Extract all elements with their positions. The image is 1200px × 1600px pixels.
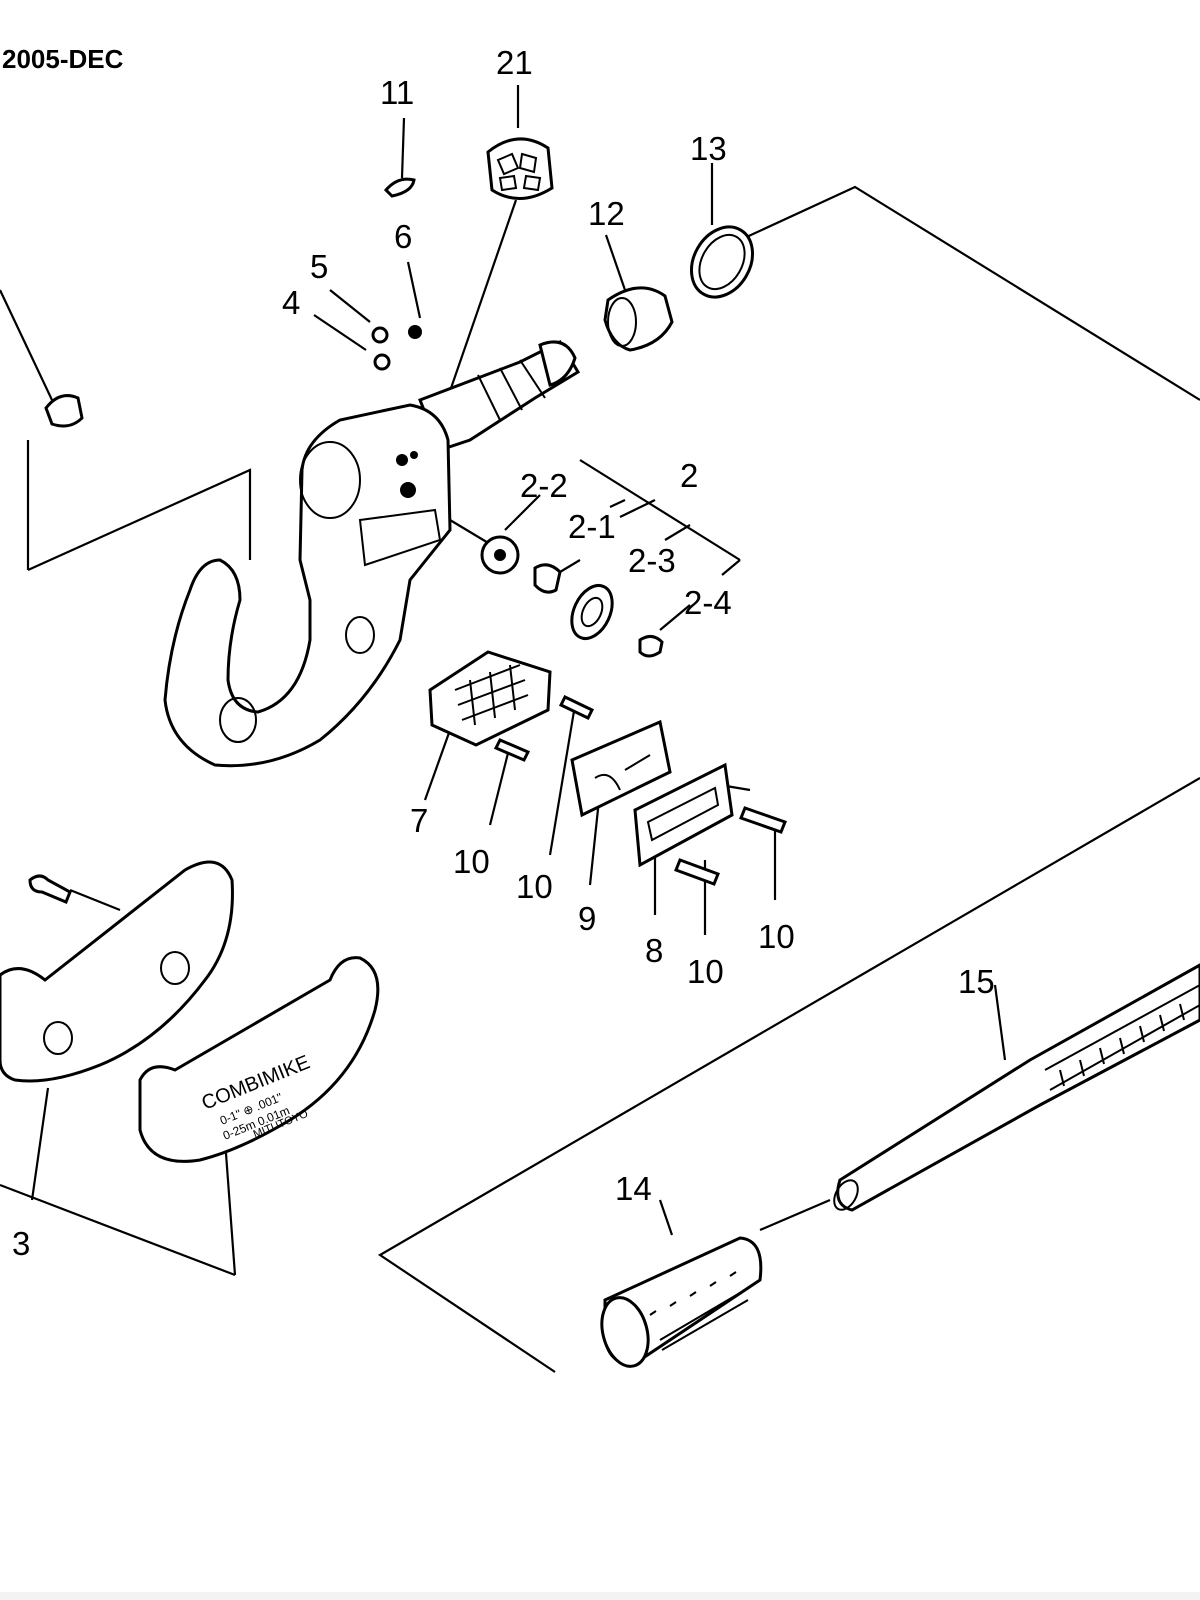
part-12-sleeve <box>603 286 674 352</box>
part-8-window-plate <box>633 762 734 868</box>
callout-10-b: 10 <box>516 868 553 905</box>
callout-2-3: 2-3 <box>628 542 676 579</box>
callout-2-1: 2-1 <box>568 508 616 545</box>
document-date: 2005-DEC <box>2 44 124 74</box>
assembly-bracket-lines <box>0 185 1200 1373</box>
callout-9: 9 <box>578 900 596 937</box>
part-2-1-screw <box>533 563 562 594</box>
part-5-ball <box>371 326 389 344</box>
part-9-plate <box>570 719 672 818</box>
callout-6: 6 <box>394 218 412 255</box>
part-14-thimble <box>600 1236 763 1368</box>
callout-11: 11 <box>380 74 414 111</box>
part-6-ball <box>408 325 422 339</box>
callout-2-4: 2-4 <box>684 584 732 621</box>
micrometer-frame <box>163 403 452 768</box>
spindle-assembly <box>418 340 581 452</box>
small-parts-4-5-6 <box>371 325 422 371</box>
screws-10 <box>493 695 787 886</box>
callout-10-d: 10 <box>758 918 795 955</box>
callout-21: 21 <box>496 44 533 81</box>
callout-15: 15 <box>958 963 995 1000</box>
callout-2-2: 2-2 <box>520 467 568 504</box>
part-2-3-gear <box>570 584 614 640</box>
part-4-ball <box>373 353 391 371</box>
anvil-part <box>44 394 84 428</box>
callout-14: 14 <box>615 1170 652 1207</box>
callout-4: 4 <box>282 284 300 321</box>
part-3-case-half <box>0 860 234 1083</box>
counter-parts <box>480 535 664 658</box>
part-21-ratchet-knob <box>486 137 554 200</box>
callout-13: 13 <box>690 130 727 167</box>
callout-5: 5 <box>310 248 328 285</box>
callout-10-c: 10 <box>687 953 724 990</box>
part-15-tool <box>833 963 1200 1212</box>
part-13-ring <box>690 225 754 299</box>
callout-3: 3 <box>12 1225 30 1262</box>
leader-lines <box>0 85 1007 1276</box>
callout-8: 8 <box>645 932 663 969</box>
callout-12: 12 <box>588 195 625 232</box>
part-7-counter-block <box>428 650 552 747</box>
case-plate-combimike: COMBIMIKE 0-1" ⊕ .001" 0-25m 0.01m MITUT… <box>138 956 380 1163</box>
callout-2: 2 <box>680 457 698 494</box>
callout-labels: 21 11 13 12 6 5 4 2 2-2 2-1 2-3 2-4 7 10… <box>12 44 995 1262</box>
callout-10-a: 10 <box>453 843 490 880</box>
part-11-pin <box>383 177 416 198</box>
callout-7: 7 <box>410 802 428 839</box>
page-bottom-strip <box>0 1592 1200 1600</box>
part-2-4-screw <box>638 635 664 658</box>
